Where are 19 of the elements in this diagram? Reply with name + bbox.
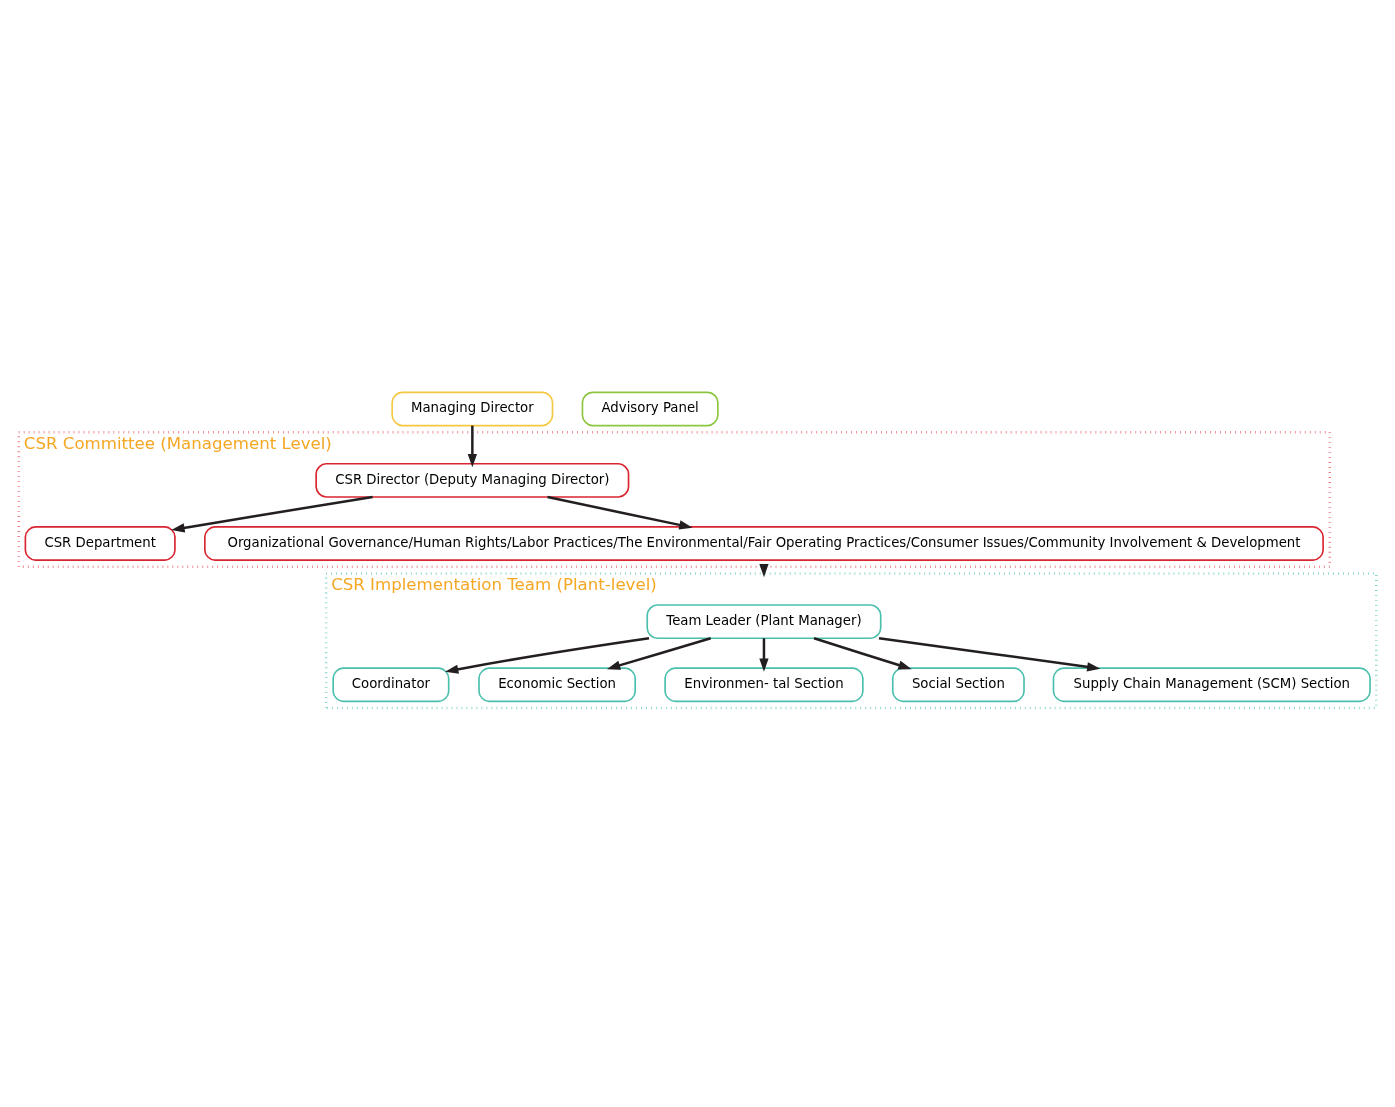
arrow xyxy=(547,495,693,530)
node-box: CSR Director (Deputy Managing Director) xyxy=(315,462,630,498)
node-box: Supply Chain Management (SCM) Section xyxy=(1052,667,1371,703)
arrow xyxy=(171,495,373,533)
node-box: Organizational Governance/Human Rights/Labor Practices/The Environmental/Fair Operating Practices/Consumer Issues/Community Involvement & Development xyxy=(204,526,1324,561)
arrow xyxy=(878,637,1101,672)
arrow xyxy=(606,637,712,670)
arrow xyxy=(467,425,477,468)
node-box: Social Section xyxy=(891,667,1025,703)
node-box: Environmen- tal Section xyxy=(664,667,864,703)
node-box: Economic Section xyxy=(478,667,637,703)
node-box: Managing Director xyxy=(391,391,554,427)
arrow xyxy=(759,638,769,672)
node-box: Team Leader (Plant Manager) xyxy=(646,604,882,640)
node-box: Advisory Panel xyxy=(581,391,719,427)
arrow xyxy=(445,637,650,674)
arrow xyxy=(813,637,912,670)
node-box: CSR Department xyxy=(24,526,176,561)
node-box: Coordinator xyxy=(332,667,450,703)
